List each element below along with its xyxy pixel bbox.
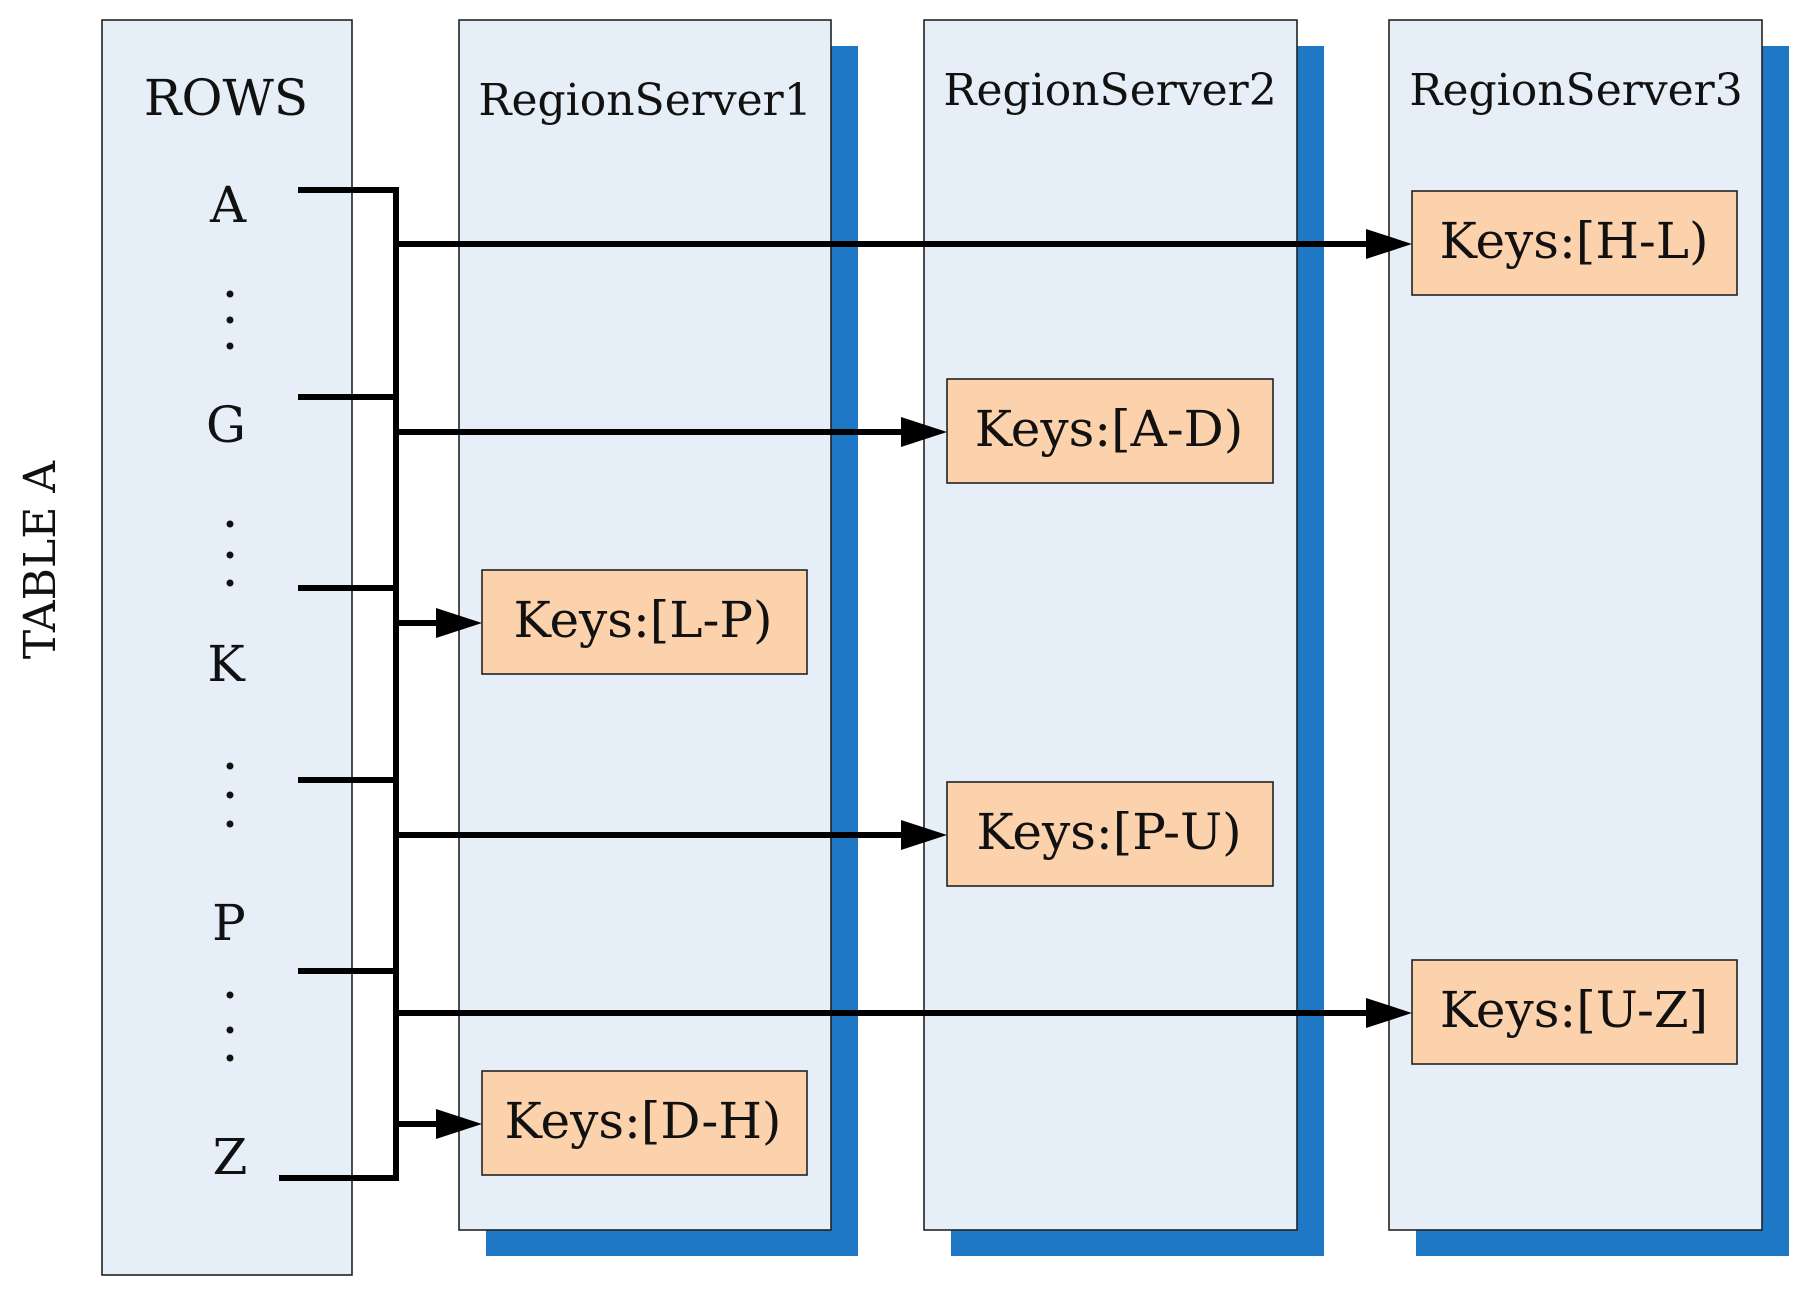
region-keys-l-p: Keys:[L-P) <box>513 591 772 649</box>
row-label-a: A <box>209 176 247 234</box>
arrow-to-p-u <box>396 820 947 850</box>
row-ellipsis-4 <box>226 991 234 1062</box>
region-keys-h-l: Keys:[H-L) <box>1439 212 1708 270</box>
region-box: Keys:[A-D) <box>946 378 1274 484</box>
table-label: TABLE A <box>15 460 66 659</box>
row-label-k: K <box>207 635 246 693</box>
server2-title: RegionServer2 <box>943 65 1276 116</box>
server3-title: RegionServer3 <box>1409 65 1742 116</box>
row-label-g: G <box>206 396 246 454</box>
region-box: Keys:[L-P) <box>481 569 808 675</box>
region-keys-p-u: Keys:[P-U) <box>976 803 1241 861</box>
region-box: Keys:[D-H) <box>481 1070 808 1176</box>
region-keys-d-h: Keys:[D-H) <box>505 1092 782 1150</box>
row-ellipsis-2 <box>226 520 234 587</box>
row-ticks <box>279 187 396 1181</box>
arrow-to-h-l <box>396 229 1412 259</box>
arrow-to-d-h <box>396 1109 482 1139</box>
arrow-to-a-d <box>396 417 947 447</box>
region-keys-u-z: Keys:[U-Z] <box>1440 981 1708 1039</box>
arrow-to-u-z <box>396 998 1412 1028</box>
region-box: Keys:[P-U) <box>946 781 1274 887</box>
rows-panel <box>101 19 353 1276</box>
region-keys-a-d: Keys:[A-D) <box>975 400 1243 458</box>
server2-panel <box>923 19 1298 1231</box>
region-box: Keys:[U-Z] <box>1411 959 1738 1065</box>
row-label-p: P <box>212 894 246 952</box>
region-box: Keys:[H-L) <box>1411 190 1738 296</box>
arrow-to-l-p <box>396 608 482 638</box>
row-ellipsis-1 <box>226 290 234 350</box>
row-label-z: Z <box>213 1128 248 1186</box>
row-ellipsis-3 <box>226 762 234 828</box>
rows-header: ROWS <box>144 69 308 127</box>
server1-title: RegionServer1 <box>478 75 811 126</box>
